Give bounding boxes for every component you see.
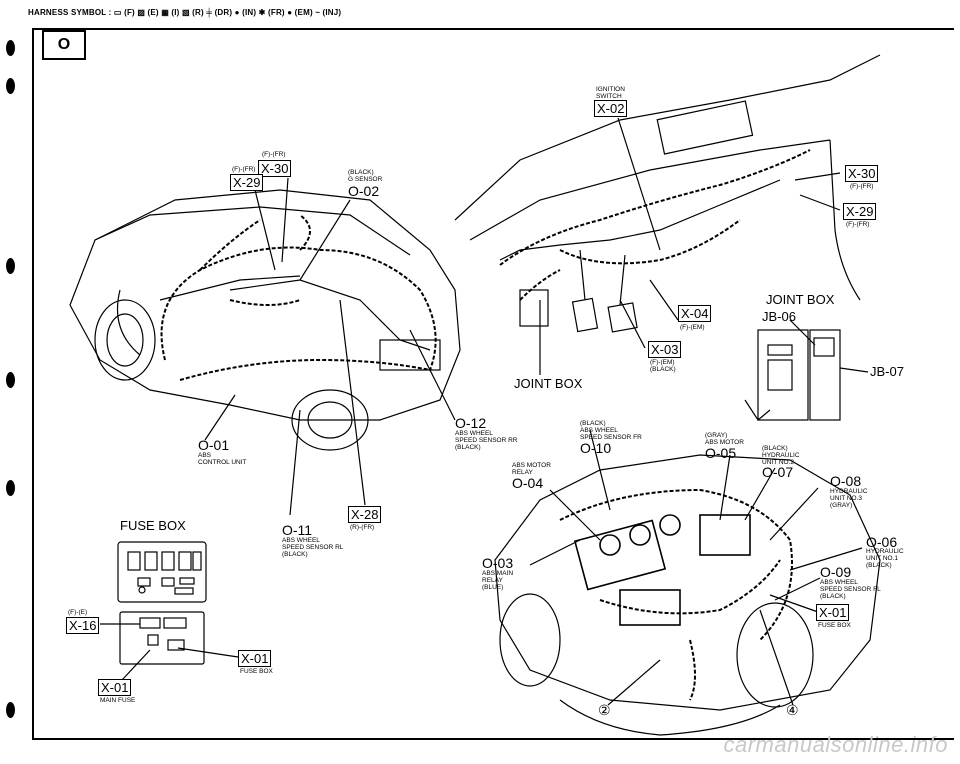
connector-x02[interactable]: X-02: [594, 100, 628, 117]
connector-x29-dash[interactable]: X-29: [843, 203, 877, 220]
connector-x01-fusebox-left[interactable]: X-01: [238, 650, 272, 667]
o07-sub1: (BLACK): [762, 445, 788, 452]
o12-sub1: ABS WHEEL: [455, 430, 493, 437]
o05-sub2: ABS MOTOR: [705, 439, 744, 446]
o10-sub3: SPEED SENSOR FR: [580, 434, 642, 441]
connector-o11[interactable]: O-11: [282, 522, 313, 538]
x01-main-fuse-sub: MAIN FUSE: [100, 697, 136, 704]
connector-x28[interactable]: X-28: [348, 506, 382, 523]
ignition-label2: SWITCH: [596, 93, 622, 100]
o07-sub2: HYDRAULIC: [762, 452, 800, 459]
o09-sub3: (BLACK): [820, 593, 846, 600]
o01-sub2: CONTROL UNIT: [198, 459, 247, 466]
x03-sub1: (F)-(EM): [650, 359, 675, 366]
connector-x30-dash[interactable]: X-30: [845, 165, 879, 182]
o12-sub3: (BLACK): [455, 444, 481, 451]
x28-sub-label: (R)-(FR): [350, 524, 375, 531]
binder-hole-mark: [6, 40, 15, 56]
o05-sub1: (GRAY): [705, 432, 728, 439]
joint-box-left-title: JOINT BOX: [514, 376, 583, 391]
x01-front-sub: FUSE BOX: [818, 622, 851, 629]
o10-sub2: ABS WHEEL: [580, 427, 618, 434]
o06-sub3: (BLACK): [866, 562, 892, 569]
o08-sub2: UNIT NO.3: [830, 495, 863, 502]
o11-sub2: SPEED SENSOR RL: [282, 544, 344, 551]
connector-x03[interactable]: X-03: [648, 341, 682, 358]
x30-dash-sub: (F)-(FR): [850, 183, 874, 190]
binder-hole-mark: [6, 480, 15, 496]
x29-sub-label: (F)-(FR): [232, 166, 256, 173]
connector-o05[interactable]: O-05: [705, 445, 737, 461]
diagram-frame: [32, 28, 954, 740]
o04-sub2: RELAY: [512, 469, 533, 476]
o03-sub2: RELAY: [482, 577, 503, 584]
connector-o07[interactable]: O-07: [762, 464, 794, 480]
o06-sub2: UNIT NO.1: [866, 555, 899, 562]
binder-hole-mark: [6, 372, 15, 388]
binder-hole-mark: [6, 702, 15, 718]
connector-o04[interactable]: O-04: [512, 475, 544, 491]
connector-o09[interactable]: O-09: [820, 564, 852, 580]
o07-sub3: UNIT NO.2: [762, 459, 795, 466]
o02-sub1: (BLACK): [348, 169, 374, 176]
binder-hole-mark: [6, 78, 15, 94]
connector-o12[interactable]: O-12: [455, 415, 487, 431]
o11-sub3: (BLACK): [282, 551, 308, 558]
x30-sub-label: (F)-(FR): [262, 151, 286, 158]
x16-sub-label: (F)-(E): [68, 609, 88, 616]
connector-o03[interactable]: O-03: [482, 555, 514, 571]
connector-o02[interactable]: O-02: [348, 183, 380, 199]
x03-sub2: (BLACK): [650, 366, 676, 373]
binder-hole-mark: [6, 258, 15, 274]
connector-x01-main-fuse[interactable]: X-01: [98, 679, 132, 696]
o08-sub3: (GRAY): [830, 502, 853, 509]
fuse-box-title: FUSE BOX: [120, 518, 186, 533]
connector-x01-fusebox-front[interactable]: X-01: [816, 604, 850, 621]
o12-sub2: SPEED SENSOR RR: [455, 437, 518, 444]
x04-sub: (F)-(EM): [680, 324, 705, 331]
o03-sub1: ABS MAIN: [482, 570, 514, 577]
connector-o10[interactable]: O-10: [580, 440, 612, 456]
connector-jb06[interactable]: JB-06: [762, 309, 796, 324]
o02-sub2: G SENSOR: [348, 176, 383, 183]
ignition-label1: IGNITION: [596, 86, 625, 93]
connector-x30-rear[interactable]: X-30: [258, 160, 292, 177]
o08-sub1: HYDRAULIC: [830, 488, 868, 495]
joint-box-right-title: JOINT BOX: [766, 292, 835, 307]
o09-sub2: SPEED SENSOR FL: [820, 586, 881, 593]
connector-o01[interactable]: O-01: [198, 437, 230, 453]
circle-marker-4: ④: [786, 702, 799, 718]
connector-x16[interactable]: X-16: [66, 617, 100, 634]
connector-x04[interactable]: X-04: [678, 305, 712, 322]
x01-fusebox-sub: FUSE BOX: [240, 668, 273, 675]
connector-o08[interactable]: O-08: [830, 473, 862, 489]
section-tab: O: [42, 30, 86, 60]
connector-o06[interactable]: O-06: [866, 534, 898, 550]
o09-sub1: ABS WHEEL: [820, 579, 858, 586]
o11-sub1: ABS WHEEL: [282, 537, 320, 544]
o10-sub1: (BLACK): [580, 420, 606, 427]
o06-sub1: HYDRAULIC: [866, 548, 904, 555]
harness-symbol-legend: HARNESS SYMBOL : ▭ (F) ▨ (E) ▦ (I) ▧ (R)…: [28, 8, 342, 17]
x29-dash-sub: (F)-(FR): [846, 221, 870, 228]
connector-jb07[interactable]: JB-07: [870, 364, 904, 379]
o01-sub1: ABS: [198, 452, 212, 459]
watermark: carmanualsonline.info: [723, 732, 948, 757]
connector-x29-rear[interactable]: X-29: [230, 174, 264, 191]
o04-sub1: ABS MOTOR: [512, 462, 551, 469]
circle-marker-2: ②: [598, 702, 611, 718]
o03-sub3: (BLUE): [482, 584, 504, 591]
